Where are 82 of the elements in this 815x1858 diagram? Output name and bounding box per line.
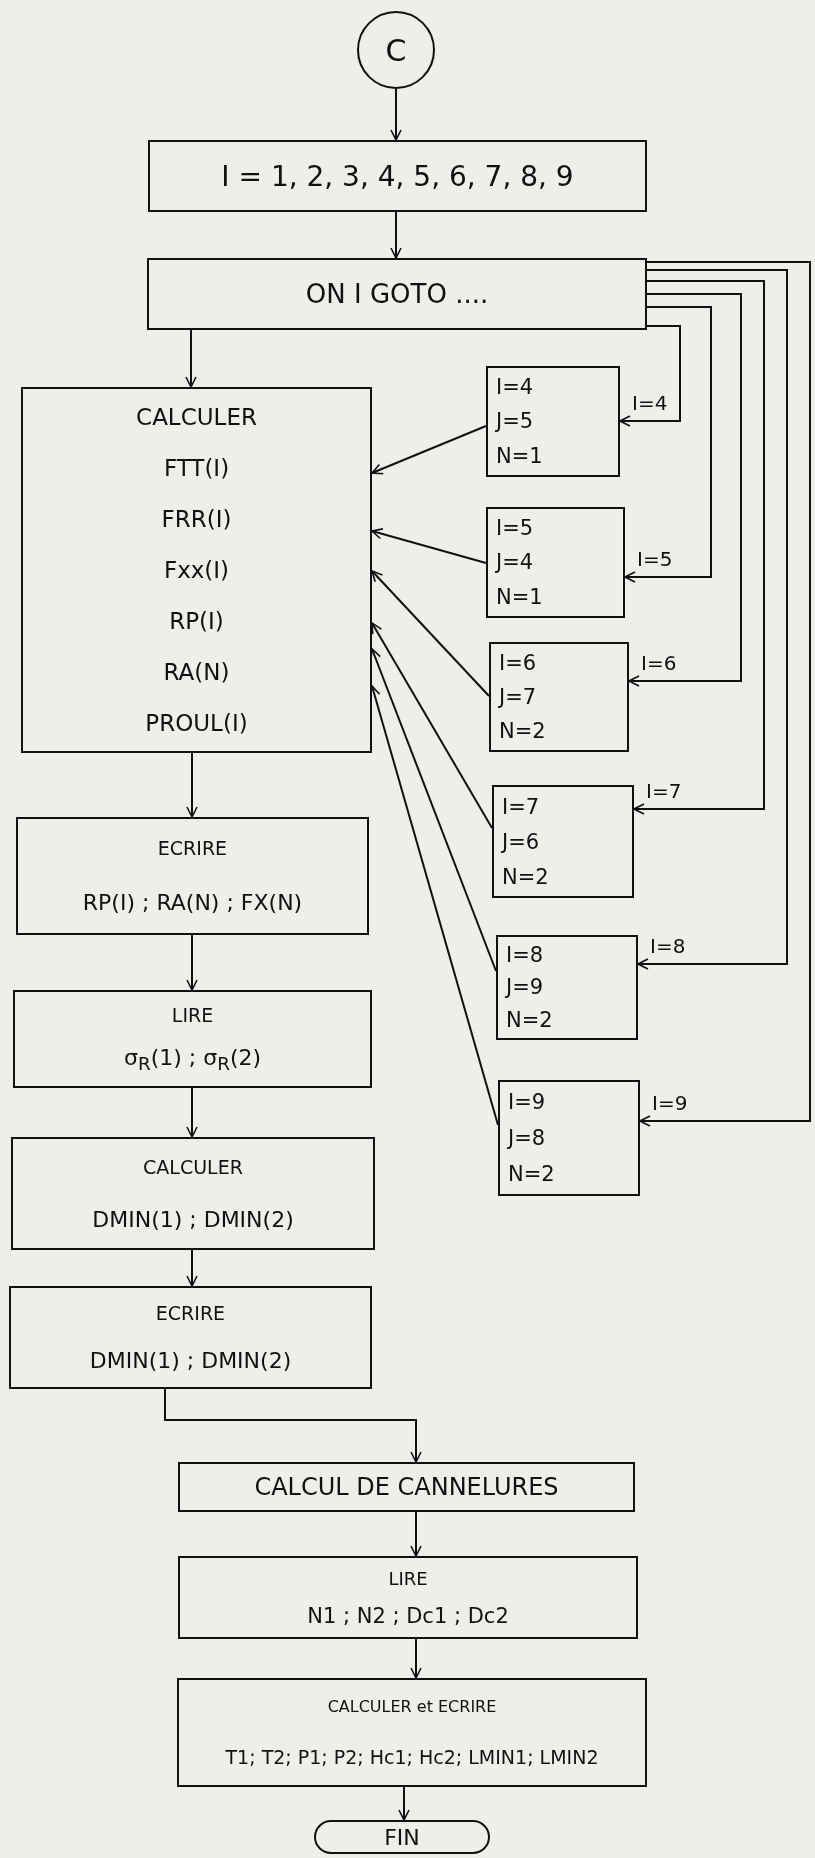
- box-text: RA(N): [163, 659, 230, 686]
- arrow: [633, 280, 765, 815]
- process-box: [11, 1137, 375, 1250]
- arrow: [619, 325, 681, 427]
- box-heading: CALCULER: [143, 1155, 243, 1178]
- arrow: [624, 306, 712, 583]
- arrow: [410, 1511, 422, 1557]
- box-text: Fxx(I): [163, 557, 230, 583]
- process-box: [147, 258, 647, 330]
- process-box: [178, 1462, 635, 1512]
- arrow: [164, 1388, 422, 1463]
- box-text: J=8: [508, 1126, 546, 1150]
- box-text: DMIN(1) ; DMIN(2): [89, 1348, 292, 1373]
- box-text: I=4: [496, 375, 534, 400]
- box-text: N1 ; N2 ; Dc1 ; Dc2: [307, 1603, 509, 1628]
- box-text: T1; T2; P1; P2; Hc1; Hc2; LMIN1; LMIN2: [225, 1746, 599, 1768]
- arrow: [186, 1249, 198, 1287]
- arrow: [398, 1786, 410, 1821]
- box-heading: LIRE: [171, 1003, 214, 1026]
- process-box: [148, 140, 647, 212]
- box-text: σ$_{R}$(1) ; σ$_{R}$(2): [123, 1044, 262, 1075]
- arrow: [371, 425, 487, 475]
- box-text: J=5: [496, 409, 534, 434]
- arrow: [390, 211, 402, 259]
- box-text: RP(I) ; RA(N) ; FX(N): [82, 890, 303, 916]
- box-text: N=2: [506, 1007, 553, 1032]
- arrow: [370, 648, 497, 972]
- arrow: [639, 261, 811, 1127]
- box-text: I=8: [506, 943, 544, 968]
- box-heading: LIRE: [388, 1567, 428, 1589]
- box-text: I = 1, 2, 3, 4, 5, 6, 7, 8, 9: [221, 159, 574, 193]
- process-box: [13, 990, 372, 1088]
- arrow: [186, 1087, 198, 1138]
- box-text: I=7: [502, 794, 540, 819]
- box-text: J=7: [499, 685, 537, 709]
- arrow: [186, 934, 198, 991]
- box-text: N=2: [499, 719, 546, 743]
- box-text: FIN: [384, 1824, 420, 1850]
- box-text: J=9: [506, 975, 544, 1000]
- box-text: J=4: [496, 550, 534, 575]
- assignment-box: [498, 1080, 640, 1196]
- assignment-box: [486, 366, 620, 477]
- process-box: [9, 1286, 372, 1389]
- box-text: FRR(I): [161, 505, 232, 532]
- arrow: [390, 88, 402, 141]
- box-heading: ECRIRE: [157, 836, 228, 859]
- arrow: [628, 293, 742, 687]
- box-text: PROUL(I): [145, 710, 248, 737]
- arrow: [371, 622, 493, 829]
- assignment-box: [486, 507, 625, 618]
- box-text: I=6: [499, 651, 537, 675]
- box-heading: ECRIRE: [155, 1302, 226, 1324]
- process-box: [21, 387, 372, 753]
- box-text: N=2: [508, 1162, 555, 1186]
- process-box: [177, 1678, 647, 1787]
- box-heading: CALCULER: [136, 403, 257, 430]
- box-text: FTT(I): [163, 454, 230, 481]
- box-text: CALCUL DE CANNELURES: [254, 1473, 559, 1501]
- box-heading: CALCULER et ECRIRE: [327, 1697, 497, 1716]
- assignment-box: [496, 935, 638, 1040]
- arrow: [637, 269, 788, 970]
- arrow: [371, 528, 487, 564]
- box-text: J=6: [502, 829, 540, 854]
- box-text: I=9: [508, 1090, 546, 1114]
- process-box: [16, 817, 369, 935]
- box-text: DMIN(1) ; DMIN(2): [92, 1206, 294, 1232]
- assignment-box: [492, 785, 634, 898]
- process-box: [178, 1556, 638, 1639]
- box-text: RP(I): [169, 608, 224, 635]
- box-text: N=1: [496, 584, 543, 609]
- box-text: C: [385, 32, 407, 68]
- arrow: [371, 570, 490, 697]
- box-text: ON I GOTO ....: [305, 279, 489, 309]
- box-text: N=1: [496, 443, 543, 468]
- terminator-box: [314, 1820, 490, 1854]
- arrow: [369, 685, 499, 1126]
- arrow: [186, 752, 198, 818]
- assignment-box: [489, 642, 629, 752]
- box-text: N=2: [502, 864, 549, 889]
- arrow: [410, 1638, 422, 1679]
- arrow: [185, 329, 197, 388]
- box-text: I=5: [496, 516, 534, 541]
